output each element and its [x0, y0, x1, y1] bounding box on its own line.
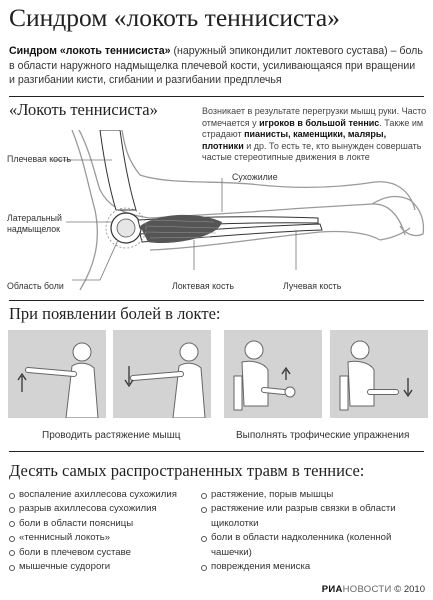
list-item: «теннисный локоть» — [8, 531, 198, 545]
trophic-figure-1 — [233, 340, 296, 411]
note-text-2: . Также им страдают — [202, 117, 424, 140]
list-item: мышечные судороги — [8, 560, 198, 574]
pain-area-halo — [105, 207, 147, 249]
intro-definition: боль в области наружного надмыщелка плеч… — [9, 45, 423, 87]
label-epicondyle-1: Латеральный — [7, 213, 62, 223]
caption-stretch: Проводить растяжение мышц — [42, 430, 181, 441]
note-bold-2: пианисты, каменщики, маляры, плотники — [202, 129, 387, 151]
divider — [9, 300, 424, 301]
exercise-panel-trophic-1 — [224, 330, 322, 418]
label-radius: Лучевая кость — [283, 281, 342, 291]
extensor-muscle — [140, 214, 222, 244]
arm-outline-top — [78, 130, 406, 236]
section-title-anatomy: «Локоть теннисиста» — [9, 100, 158, 119]
list-item: растяжение или разрыв связки в области — [200, 502, 428, 516]
label-ulna: Локтевая кость — [172, 281, 234, 291]
list-item: разрыв ахиллесова сухожилия — [8, 502, 198, 516]
muscle-fibers — [145, 219, 219, 239]
page-title: Синдром «локоть теннисиста» — [9, 3, 340, 32]
injuries-list-right: растяжение, порыв мышцы растяжение или р… — [200, 488, 428, 574]
list-item: боли в области надколенника (коленной — [200, 531, 428, 545]
stretch-down-figure — [124, 342, 206, 419]
hand-outline-bottom — [379, 227, 411, 241]
caption-trophic: Выполнять трофические упражнения — [236, 430, 410, 441]
exercise-panel-stretch-up — [8, 330, 106, 419]
section-title-recommendations: При появлении болей в локте: — [9, 304, 221, 323]
divider — [9, 96, 424, 97]
label-tendon: Сухожилие — [232, 172, 278, 182]
label-humerus: Плечевая кость — [7, 154, 72, 164]
divider — [9, 451, 424, 452]
hand-outline — [371, 195, 425, 237]
list-item: растяжение, порыв мышцы — [200, 488, 428, 502]
footer-credit: РИАНОВОСТИ © 2010 — [322, 584, 425, 595]
stretch-up-figure — [17, 342, 99, 419]
list-item: боли в области поясницы — [8, 517, 198, 531]
intro-term: Синдром «локоть теннисиста» — [9, 45, 171, 57]
list-item: воспаление ахиллесова сухожилия — [8, 488, 198, 502]
exercise-panel-stretch-down — [113, 330, 211, 419]
arm-anatomy-illustration — [52, 130, 425, 291]
elbow-outline — [71, 130, 99, 291]
label-epicondyle-2: надмыщелок — [7, 224, 60, 234]
forearm-outline-top — [121, 130, 416, 211]
injuries-list-left: воспаление ахиллесова сухожилия разрыв а… — [8, 488, 198, 574]
intro-paren: (наружный эпикондилит локтевого сустава)… — [170, 45, 400, 57]
epicondyle — [116, 218, 136, 238]
copyright: © 2010 — [394, 584, 425, 595]
list-item-continuation: щиколотки — [211, 517, 259, 529]
note-text-3: и др. То есть те, кто вынужден совершать… — [202, 140, 422, 163]
cause-note: Возникает в результате перегрузки мышц р… — [202, 106, 428, 164]
label-pain-area: Область боли — [7, 281, 64, 291]
logo-novosti: НОВОСТИ — [342, 584, 392, 595]
list-item-continuation: чашечки) — [211, 546, 252, 558]
exercise-panel-trophic-2 — [330, 330, 428, 418]
forearm-outline-bottom — [149, 230, 381, 251]
list-item: боли в плечевом суставе — [8, 546, 198, 560]
list-item: повреждения мениска — [200, 560, 428, 574]
section-title-injuries: Десять самых распространенных травм в те… — [9, 461, 365, 480]
trophic-figure-2 — [339, 340, 413, 411]
logo-ria: РИА — [321, 584, 343, 595]
note-bold-1: игроков в большой теннис — [259, 117, 380, 128]
exercise-panels — [8, 330, 428, 420]
leader-lines — [52, 159, 297, 281]
intro-text: Синдром «локоть теннисиста» (наружный эп… — [9, 44, 424, 88]
note-text-1: Возникает в результате перегрузки мышц р… — [202, 106, 427, 128]
